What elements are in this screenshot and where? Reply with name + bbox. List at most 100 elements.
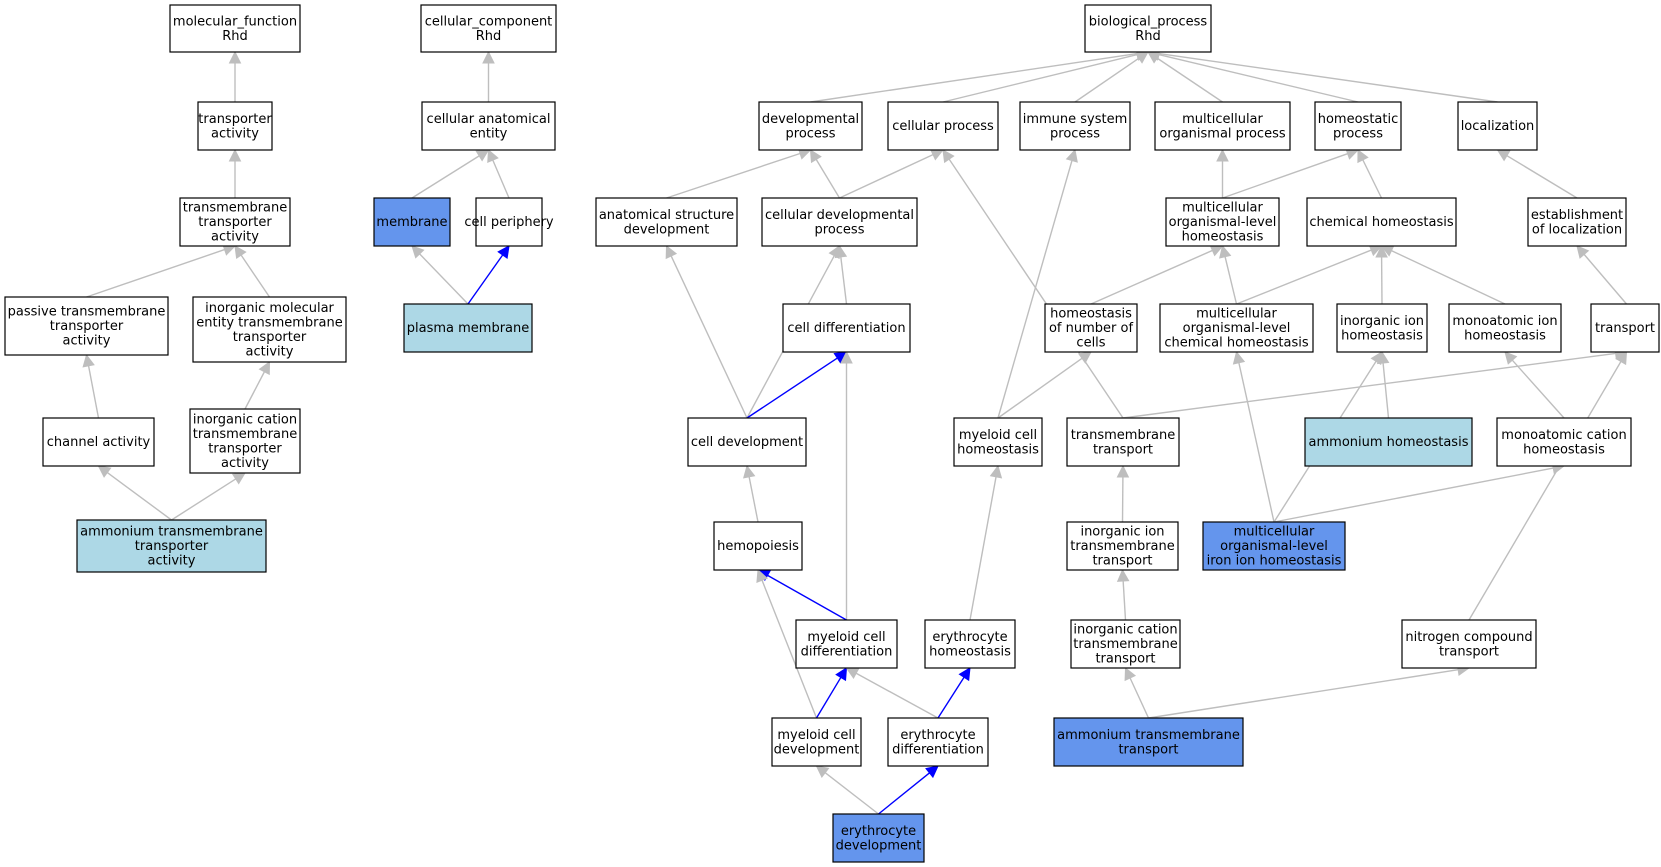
node-label-line: Rhd (1135, 29, 1161, 44)
node-icttа[interactable]: inorganic cationtransmembranetransporter… (189, 408, 301, 474)
node-label-line: myeloid cell (807, 630, 885, 645)
edge-ed-to-eh (937, 676, 965, 719)
node-label-line: cellular anatomical (427, 112, 551, 127)
node-label-line: process (815, 222, 865, 237)
edge-tt-to-cpr (948, 158, 1124, 419)
node-label-line: homeostasis (1341, 328, 1423, 343)
node-label-line: ammonium transmembrane (1057, 728, 1240, 743)
node-box (421, 101, 556, 151)
edge-arrowhead-mcdev-to-hem (756, 568, 769, 584)
node-label-line: cellular developmental (765, 208, 914, 223)
node-box (192, 296, 347, 363)
edge-arrowhead-edev-to-ed (925, 765, 939, 779)
node-label-line: entity transmembrane (196, 315, 342, 330)
node-label-line: multicellular (1182, 112, 1263, 127)
node-mem[interactable]: membrane (373, 197, 451, 247)
node-label-line: inorganic ion (1340, 314, 1424, 329)
node-box (1053, 717, 1244, 767)
node-ch[interactable]: chemical homeostasis (1306, 197, 1457, 247)
node-box (771, 717, 862, 767)
node-label-line: iron ion homeostasis (1207, 554, 1342, 569)
node-label-line: process (1050, 126, 1100, 141)
edge-arrowhead-mlh-to-mop (1216, 148, 1229, 162)
node-box (1070, 619, 1181, 669)
edge-hp-to-bp (1158, 53, 1359, 103)
edge-arrowhead-icttа-to-imetta (258, 361, 271, 376)
node-label-line: erythrocyte (900, 728, 975, 743)
node-loc[interactable]: localization (1457, 101, 1538, 151)
edge-ch-to-hp (1362, 159, 1383, 199)
node-label-line: development (624, 222, 710, 237)
node-cdiff[interactable]: cell differentiation (782, 303, 911, 353)
node-label-line: immune system (1023, 112, 1128, 127)
node-box (713, 521, 803, 571)
node-box (832, 813, 925, 863)
node-label-line: activity (211, 126, 259, 141)
node-atta[interactable]: ammonium transmembranetransporteractivit… (76, 519, 267, 573)
node-cpr[interactable]: cellular process (887, 101, 999, 151)
node-label-line: homeostasis (1464, 328, 1546, 343)
edge-arrowhead-ed-to-eh (958, 667, 971, 682)
node-ca[interactable]: channel activity (42, 417, 155, 467)
node-box (1066, 521, 1179, 571)
node-label-line: transmembrane (193, 427, 298, 442)
node-box (795, 619, 898, 669)
node-label-line: activity (211, 230, 259, 245)
node-box (179, 197, 291, 247)
node-cdev[interactable]: cell development (687, 417, 807, 467)
node-ah[interactable]: ammonium homeostasis (1304, 417, 1473, 467)
edge-arrowhead-mch-to-hnc (1077, 351, 1092, 364)
edge-hem-to-cdev (748, 476, 759, 523)
edge-atta-to-icttа (171, 478, 237, 521)
node-label-line: anatomical structure (599, 208, 734, 223)
edge-imetta-to-tta (240, 254, 271, 298)
node-label-line: development (774, 742, 860, 757)
node-box (1084, 4, 1212, 53)
edge-hnc-to-mlh (1090, 249, 1213, 305)
node-pm[interactable]: plasma membrane (403, 303, 533, 353)
node-cp[interactable]: cell periphery (464, 197, 554, 247)
edge-cdp-to-cpr (839, 153, 934, 199)
node-box (1496, 417, 1632, 467)
node-label-line: transport (1439, 644, 1499, 659)
node-box (1306, 197, 1457, 247)
node-label-line: chemical homeostasis (1309, 215, 1454, 230)
edge-arrowhead-ca-to-ptta (82, 353, 95, 368)
node-hem[interactable]: hemopoiesis (713, 521, 803, 571)
node-tr[interactable]: transport (1590, 303, 1660, 353)
